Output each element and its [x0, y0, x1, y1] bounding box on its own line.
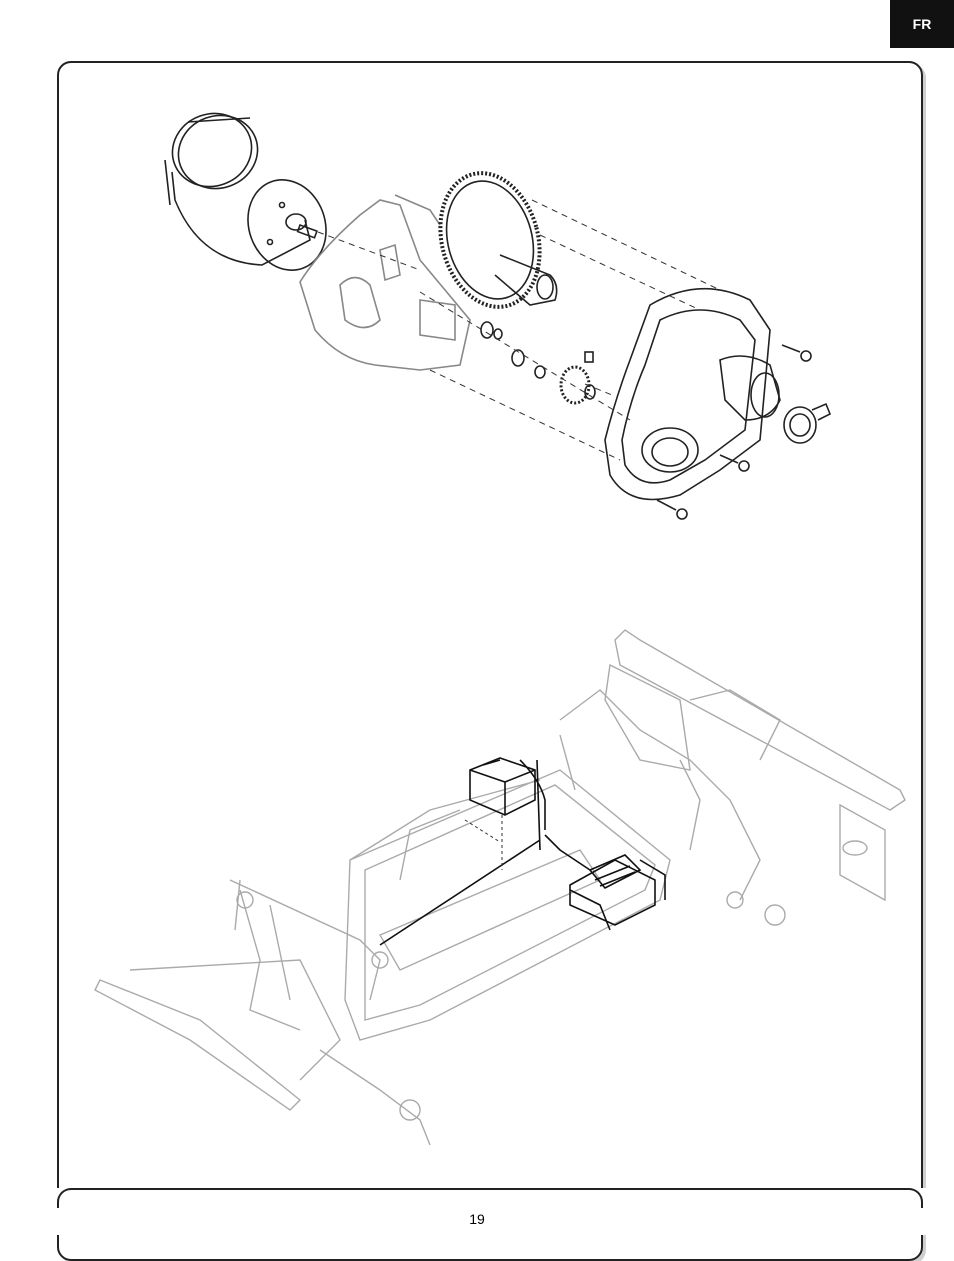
chassis-esc-receiver-illustration [0, 0, 954, 1190]
wiring-icon [380, 835, 665, 945]
page-number: 19 [0, 1211, 954, 1227]
receiver-icon [470, 758, 545, 850]
footer-divider [57, 1188, 923, 1208]
esc-icon [570, 855, 655, 930]
